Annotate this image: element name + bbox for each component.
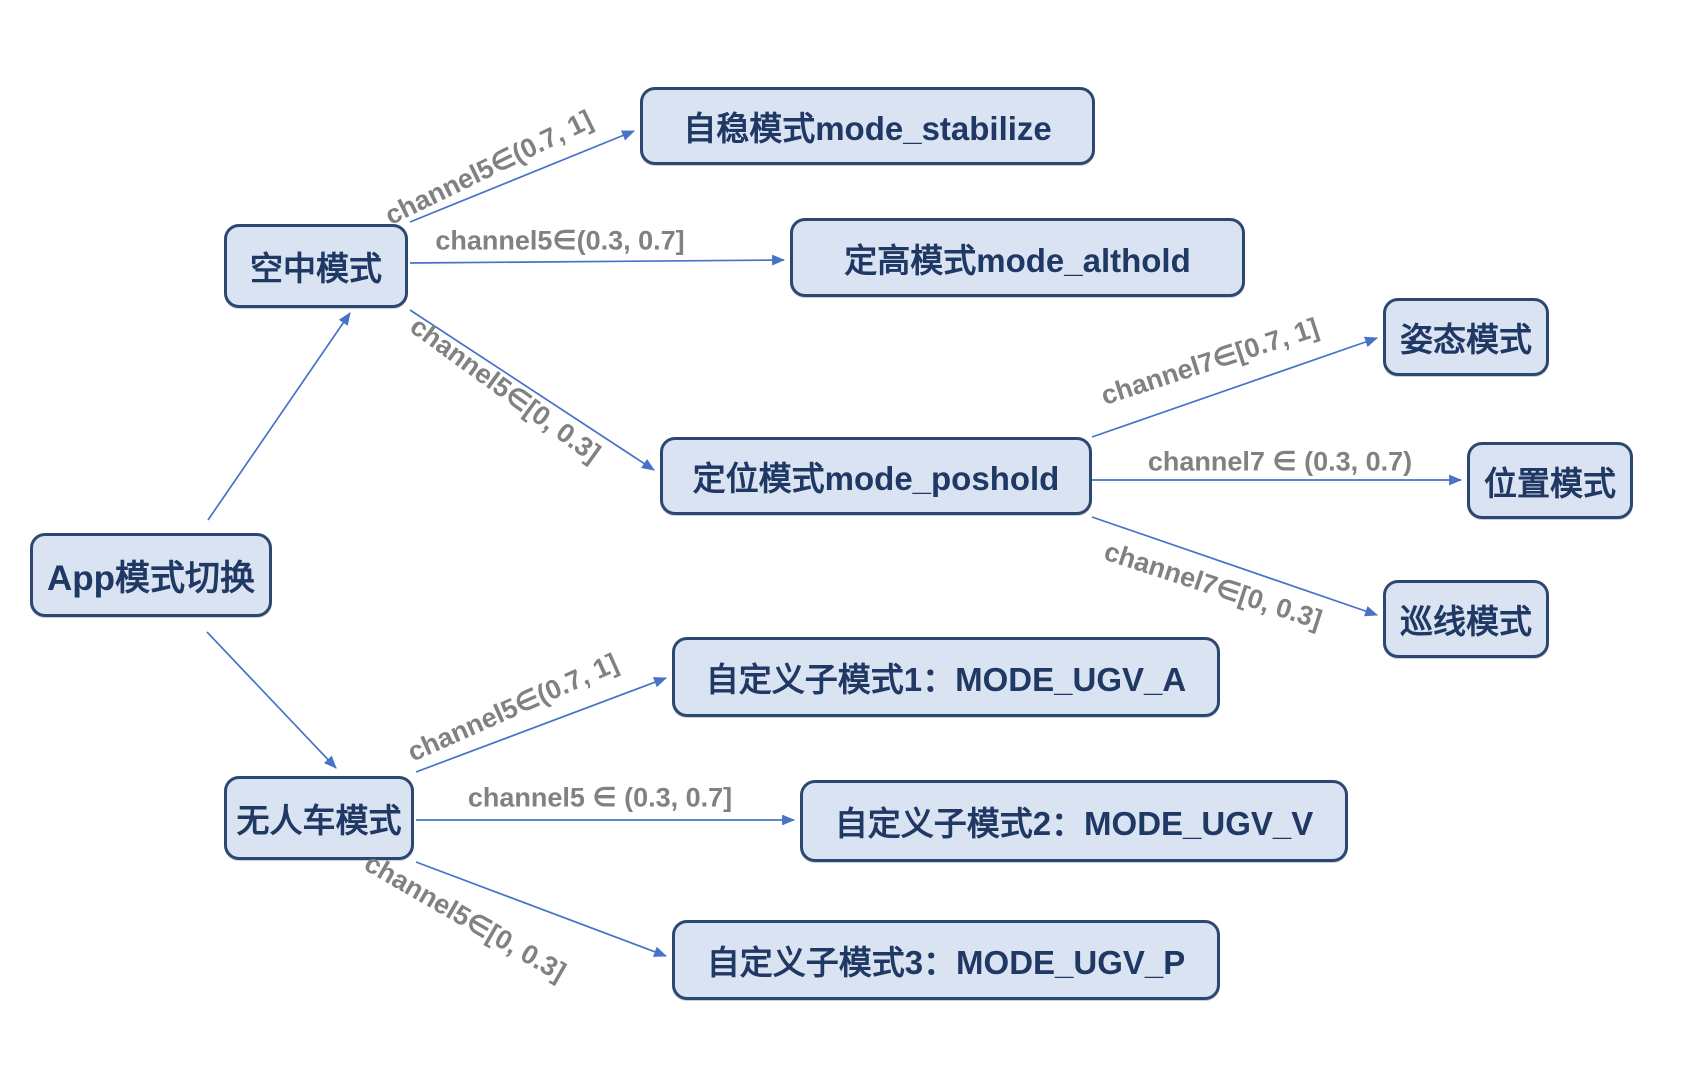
node-ugv-mode: 无人车模式	[224, 776, 414, 860]
node-label: 姿态模式	[1400, 321, 1532, 358]
edge-aerial-stabilize	[409, 130, 636, 223]
node-label: 定高模式mode_althold	[844, 241, 1191, 279]
node-patrol-mode: 巡线模式	[1383, 580, 1549, 658]
edge-root-aerial	[207, 312, 351, 521]
node-label: 自定义子模式1：MODE_UGV_A	[705, 661, 1187, 698]
node-ugv-submode-1: 自定义子模式1：MODE_UGV_A	[672, 637, 1220, 717]
node-label: 自定义子模式2：MODE_UGV_V	[834, 805, 1314, 842]
edge-label-aerial-althold: channel5∈(0.3, 0.7]	[435, 225, 685, 256]
node-ugv-submode-3: 自定义子模式3：MODE_UGV_P	[672, 920, 1220, 1000]
edge-poshold-patrol	[1091, 516, 1379, 617]
node-label: 自稳模式mode_stabilize	[683, 110, 1052, 147]
node-label: App模式切换	[46, 558, 256, 598]
node-attitude-mode: 姿态模式	[1383, 298, 1549, 376]
edge-aerial-althold	[409, 254, 786, 266]
edge-poshold-attitude	[1091, 336, 1379, 438]
edge-ugv-ugv-p	[415, 861, 668, 957]
node-label: 巡线模式	[1400, 603, 1532, 640]
edge-label-poshold-position: channel7 ∈ (0.3, 0.7)	[1147, 446, 1413, 477]
edge-label-ugv-submode-2: channel5 ∈ (0.3, 0.7]	[467, 782, 733, 813]
edge-aerial-poshold	[409, 309, 655, 471]
node-ugv-submode-2: 自定义子模式2：MODE_UGV_V	[800, 780, 1348, 862]
node-aerial-mode: 空中模式	[224, 224, 408, 308]
node-label: 无人车模式	[236, 802, 402, 839]
node-label: 定位模式mode_poshold	[692, 460, 1060, 497]
node-label: 位置模式	[1484, 464, 1616, 502]
node-position-mode: 位置模式	[1467, 442, 1633, 519]
node-stabilize-mode: 自稳模式mode_stabilize	[640, 87, 1095, 165]
node-label: 自定义子模式3：MODE_UGV_P	[706, 944, 1186, 981]
node-althold-mode: 定高模式mode_althold	[790, 218, 1245, 297]
node-label: 空中模式	[250, 250, 382, 287]
node-poshold-mode: 定位模式mode_poshold	[660, 437, 1092, 515]
edge-root-ugv	[206, 631, 337, 769]
edge-ugv-ugv-a	[415, 677, 668, 773]
node-app-mode-switch: App模式切换	[30, 533, 272, 617]
